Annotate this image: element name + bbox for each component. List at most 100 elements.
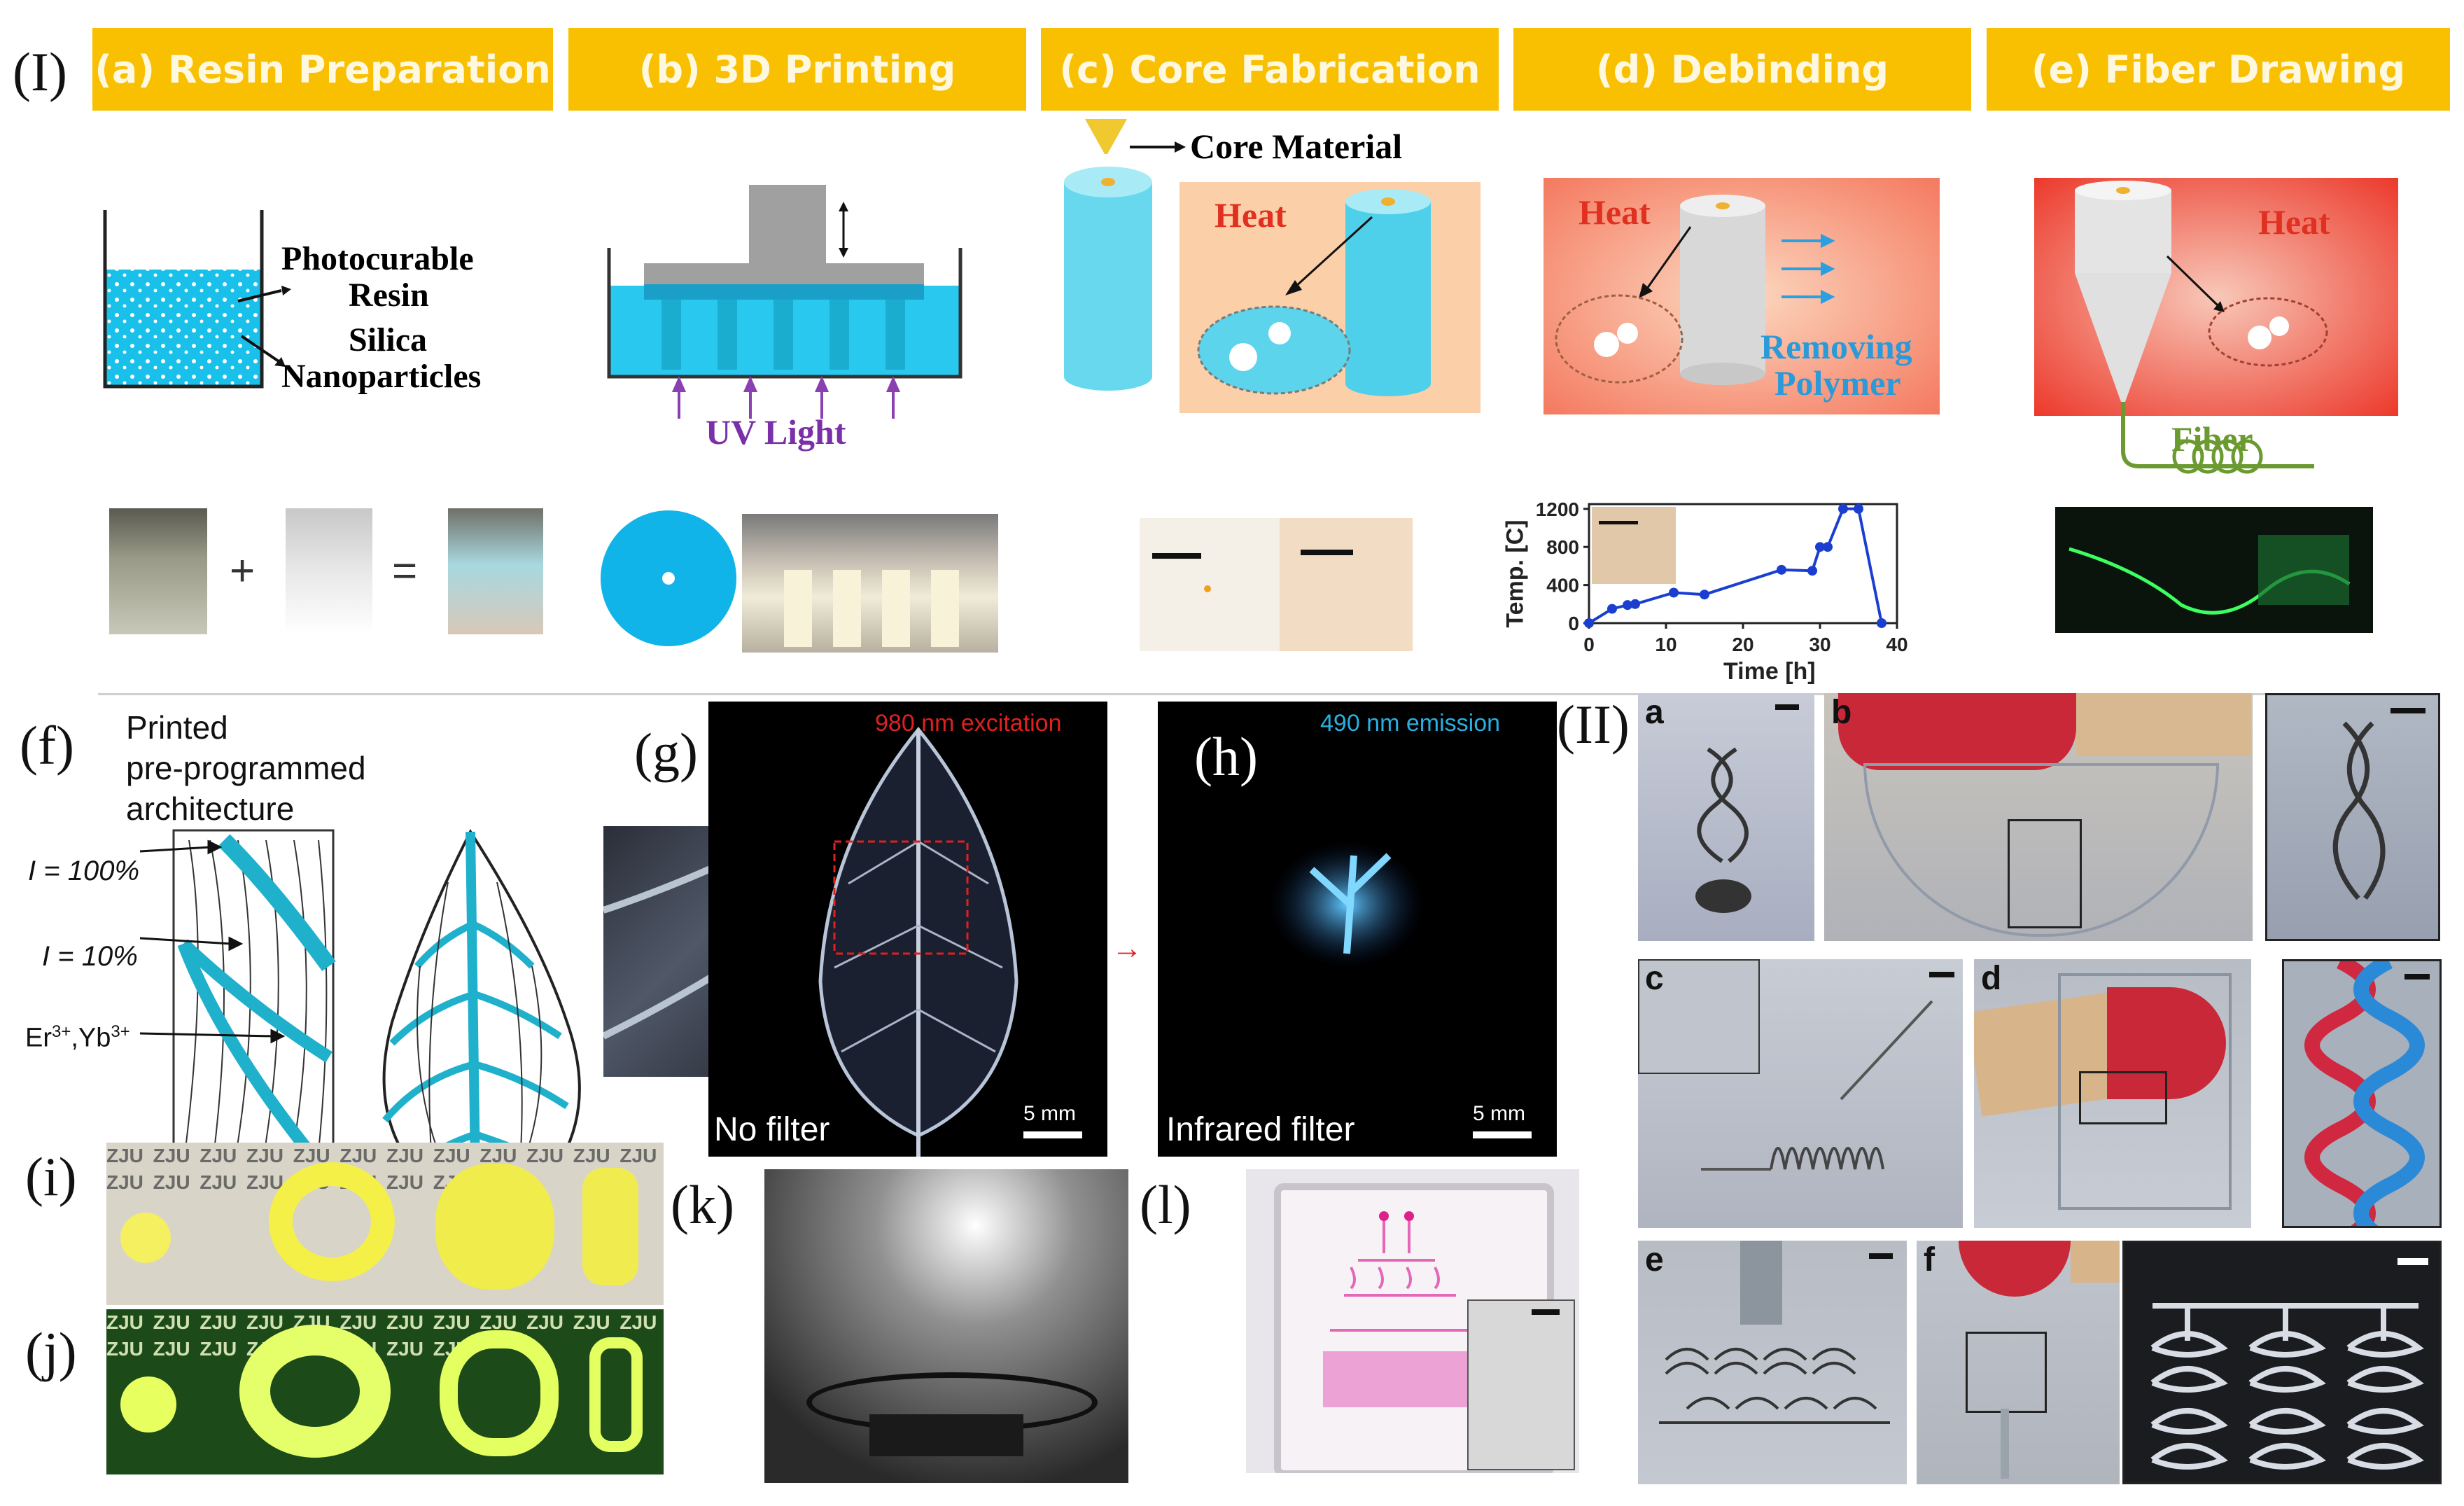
scale-bar-ii-b — [2390, 708, 2426, 713]
panel-d-diagram: Heat Removing Polymer — [1544, 178, 1942, 416]
panel-ii-c-label: c — [1645, 960, 1664, 997]
photo-ii-e-spring-array: e — [1638, 1241, 1907, 1484]
zju-background-pattern: ZJU ZJU ZJU ZJU ZJU ZJU ZJU ZJU ZJU ZJU … — [106, 1145, 657, 1193]
banner-resin-preparation: (a) Resin Preparation — [92, 28, 553, 111]
x-tick-label: 0 — [1583, 634, 1595, 655]
photo-ii-b-match-helix: b — [1824, 693, 2253, 941]
infrared-filter-label: Infrared filter — [1166, 1111, 1355, 1148]
intensity-10: I = 10% — [42, 941, 138, 972]
banner-debinding: (d) Debinding — [1513, 28, 1971, 111]
temperature-data-point — [1854, 503, 1863, 514]
spring-array-inset — [2150, 1303, 2424, 1470]
x-tick-label: 20 — [1732, 634, 1754, 655]
banner-fiber-drawing: (e) Fiber Drawing — [1987, 28, 2450, 111]
debinding-illustration — [1544, 178, 1940, 414]
photo-leaf-infrared-filter: 490 nm emission Infrared filter 5 mm — [1158, 702, 1557, 1157]
part-label-I: (I) — [13, 41, 67, 102]
photo-ii-d-match-spring: d — [1974, 959, 2251, 1228]
photo-ii-b-inset — [2265, 693, 2440, 941]
arrow-g-to-h: → — [1112, 931, 1142, 965]
temperature-data-point — [1669, 587, 1679, 598]
panel-f-label: (f) — [20, 715, 74, 776]
leaf-vein-architecture — [139, 828, 581, 1219]
red-blue-helix — [2304, 961, 2425, 1226]
temperature-data-point — [1815, 542, 1825, 552]
photo-ii-d-inset-helix — [2282, 959, 2442, 1228]
scale-bar-ii-a — [1775, 704, 1799, 710]
intensity-100: I = 100% — [28, 856, 140, 886]
temperature-data-point — [1877, 618, 1886, 628]
x-tick-label: 10 — [1655, 634, 1676, 655]
photo-fiber-drawing-green — [2055, 507, 2373, 633]
helix-a — [1695, 747, 1751, 913]
scale-bar-g — [1023, 1131, 1082, 1138]
label-uv-light: UV Light — [706, 412, 846, 452]
photo-debound-cross-section — [1280, 518, 1413, 651]
banner-core-fabrication: (c) Core Fabrication — [1041, 28, 1499, 111]
scale-label-h: 5 mm — [1473, 1102, 1525, 1125]
temperature-data-point — [1630, 599, 1640, 609]
part-label-II: (II) — [1557, 694, 1630, 755]
photo-beaker-resin — [109, 508, 207, 634]
panel-f-title-2: pre-programmed — [126, 750, 366, 786]
excitation-label: 980 nm excitation — [875, 710, 1062, 737]
y-tick-label: 1200 — [1536, 498, 1579, 520]
dopant-ions: Er3+,Yb3+ — [25, 1022, 130, 1053]
panel-a-diagram: Photocurable Resin Silica Nanoparticles — [98, 203, 546, 406]
label-polymer: Polymer — [1774, 363, 1901, 403]
plus-sign: + — [230, 547, 255, 595]
y-tick-label: 400 — [1546, 575, 1579, 597]
banner-3d-printing: (b) 3D Printing — [568, 28, 1026, 111]
scale-bar-ii-d — [2404, 974, 2430, 979]
temperature-data-point — [1700, 590, 1709, 600]
spring-array-e — [1659, 1348, 1890, 1424]
temperature-data-point — [1584, 618, 1594, 628]
panel-k-label: (k) — [671, 1174, 734, 1235]
panel-ii-e-label: e — [1645, 1241, 1664, 1278]
no-filter-label: No filter — [714, 1111, 830, 1148]
panel-g-label: (g) — [634, 722, 698, 783]
label-nanoparticles: Nanoparticles — [281, 358, 482, 395]
temperature-data-point — [1607, 604, 1617, 614]
label-silica: Silica — [349, 321, 428, 358]
panel-e-diagram: Heat Fiber — [2034, 178, 2398, 500]
photo-mixed-resin — [448, 508, 543, 634]
leaf-glow-illustration — [818, 727, 1018, 1157]
helix-b-inset — [2332, 721, 2386, 900]
pink-channels — [1323, 1221, 1477, 1407]
photo-printed-cores — [742, 514, 998, 653]
photo-ii-a-dna-helix: a — [1638, 693, 1814, 941]
label-heat-d: Heat — [1578, 193, 1651, 232]
panel-f-title-3: architecture — [126, 790, 295, 827]
emission-label: 490 nm emission — [1320, 710, 1501, 737]
panel-l-label: (l) — [1140, 1174, 1191, 1235]
green-fiber-glow — [2068, 535, 2351, 615]
photo-leaf-no-filter: 980 nm excitation No filter 5 mm — [708, 702, 1107, 1157]
panel-f-title-1: Printed — [126, 709, 228, 746]
label-fiber: Fiber — [2171, 419, 2253, 459]
scale-label-g: 5 mm — [1023, 1102, 1076, 1125]
panel-h-label: (h) — [1194, 726, 1258, 787]
label-core-material: Core Material — [1190, 127, 1403, 166]
fiber-drawing-illustration — [2034, 178, 2398, 474]
spring-c — [1701, 1000, 1933, 1171]
core-fabrication-illustration — [1064, 119, 1480, 413]
resin-container-illustration — [103, 210, 291, 389]
panel-b-diagram: UV Light — [602, 181, 966, 461]
panel-ii-a-label: a — [1645, 694, 1664, 731]
chart-xlabel: Time [h] — [1723, 658, 1816, 685]
chart-inset-photo — [1592, 507, 1676, 584]
temperature-data-point — [1623, 600, 1632, 611]
photo-ii-f-match-array: f — [1917, 1241, 2120, 1484]
photo-core-cross-section — [1140, 518, 1280, 651]
chart-inset-scale-bar — [1599, 521, 1638, 524]
x-tick-label: 30 — [1809, 634, 1830, 655]
equals-sign: = — [392, 547, 418, 595]
label-heat-e: Heat — [2258, 202, 2330, 242]
temperature-data-point — [1838, 503, 1848, 514]
scale-bar-ii-c — [1929, 972, 1954, 977]
scale-bar-h — [1473, 1131, 1532, 1138]
y-tick-label: 800 — [1546, 536, 1579, 558]
scale-bar-ii-e — [1869, 1253, 1893, 1259]
label-removing: Removing — [1760, 327, 1912, 366]
